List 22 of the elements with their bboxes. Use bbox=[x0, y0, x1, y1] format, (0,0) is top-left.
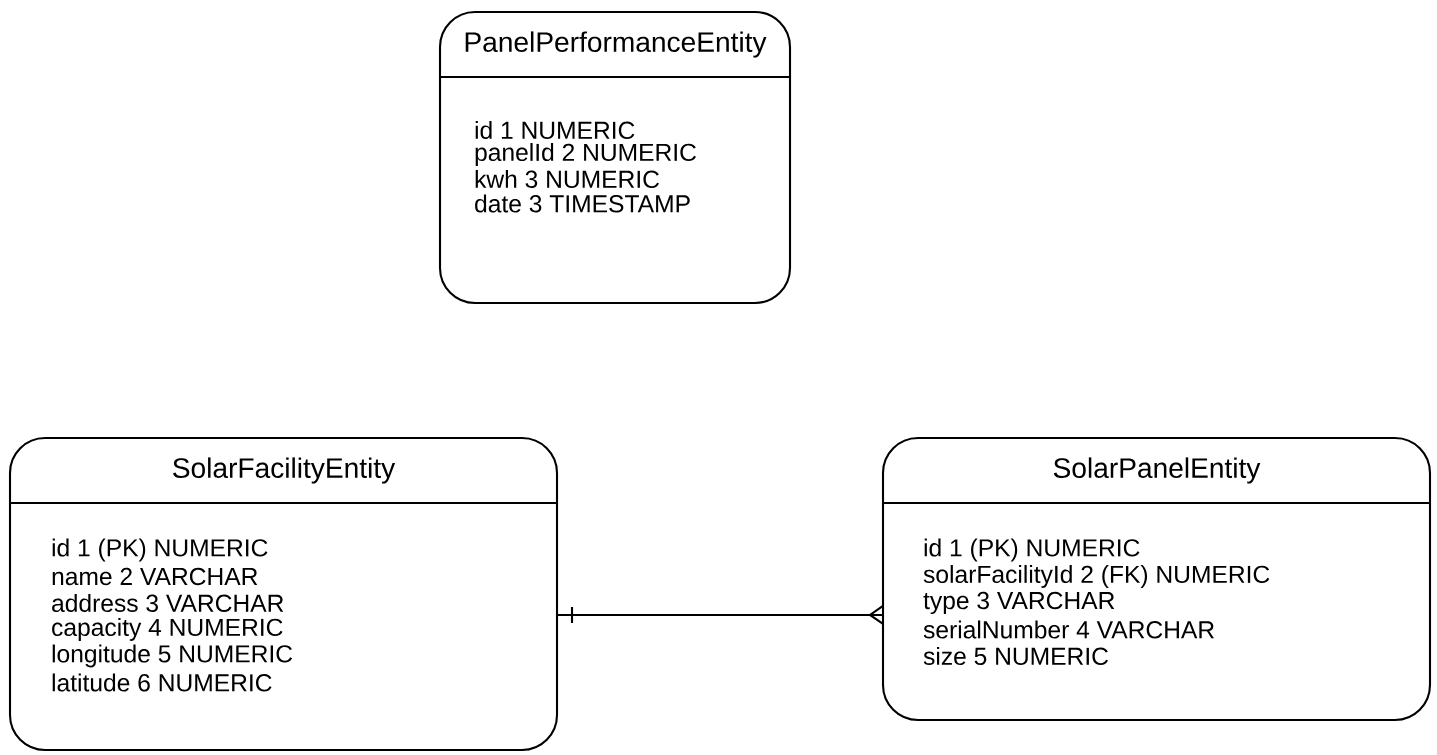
attribute-text: size 5 NUMERIC bbox=[923, 646, 1108, 666]
attribute-text: kwh 3 NUMERIC bbox=[475, 169, 659, 189]
entity-title: SolarFacilityEntity bbox=[173, 457, 396, 484]
attribute-text: latitude 6 NUMERIC bbox=[52, 673, 272, 692]
attribute-text: id 1 NUMERIC bbox=[475, 120, 635, 140]
attribute-text: address 3 VARCHAR bbox=[52, 593, 284, 613]
entity-box bbox=[881, 436, 1432, 722]
entity-title: PanelPerformanceEntity bbox=[465, 31, 767, 58]
attribute-text: type 3 VARCHAR bbox=[923, 591, 1115, 615]
entity-box bbox=[8, 436, 559, 752]
attribute-text: id 1 (PK) NUMERIC bbox=[924, 538, 1140, 562]
relationship-line bbox=[555, 604, 885, 626]
attribute-text: id 1 (PK) NUMERIC bbox=[52, 538, 268, 562]
attribute-text: panelId 2 NUMERIC bbox=[475, 143, 696, 166]
entity-box bbox=[438, 10, 792, 305]
attribute-text: solarFacilityId 2 (FK) NUMERIC bbox=[923, 565, 1270, 588]
attribute-text: capacity 4 NUMERIC bbox=[52, 618, 283, 641]
attribute-text: longitude 5 NUMERIC bbox=[52, 644, 293, 668]
attribute-text: serialNumber 4 VARCHAR bbox=[923, 620, 1214, 639]
entity-title: SolarPanelEntity bbox=[1053, 457, 1261, 484]
attribute-text: date 3 TIMESTAMP bbox=[475, 194, 690, 213]
attribute-text: name 2 VARCHAR bbox=[52, 567, 258, 586]
